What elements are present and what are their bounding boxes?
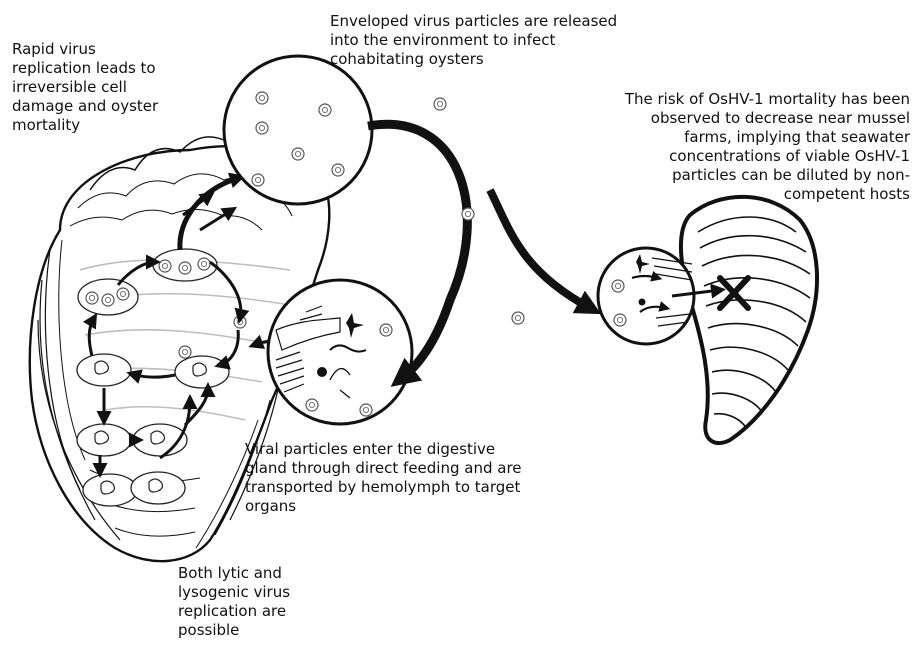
virus-particle-icon [434, 98, 524, 324]
mussel-shell-icon [681, 197, 817, 443]
lytic-lysogenic-label: Both lytic and lysogenic virus replicati… [178, 564, 358, 640]
digestive-entry-label: Viral particles enter the digestive glan… [245, 440, 605, 516]
mussel-risk-label: The risk of OsHV-1 mortality has been ob… [560, 90, 910, 204]
release-label: Enveloped virus particles are released i… [330, 12, 690, 69]
replication-label: Rapid virus replication leads to irrever… [12, 40, 192, 135]
digestive-gland-circle [268, 280, 412, 424]
release-circle [224, 56, 372, 204]
